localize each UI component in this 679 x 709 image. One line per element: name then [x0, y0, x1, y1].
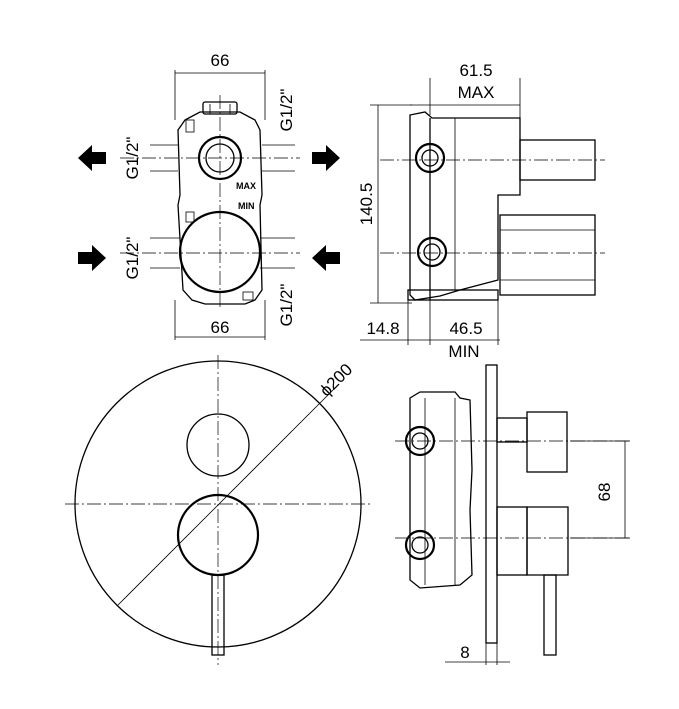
side-offset: 14.8 [366, 319, 399, 338]
arrow-in-right-icon [312, 245, 340, 271]
side-depth-max-label: MAX [458, 83, 495, 102]
plate-view: ϕ200 [65, 355, 370, 665]
plate-diameter: ϕ200 [316, 360, 356, 400]
side-depth-min: 46.5 [449, 319, 482, 338]
side-view: 61.5 MAX 140.5 14.8 46.5 MIN [357, 61, 605, 361]
thread-left-top: G1/2" [123, 137, 142, 180]
assembly-plate-thickness: 8 [460, 643, 469, 662]
arrow-out-left-icon [78, 145, 106, 171]
arrow-out-right-icon [312, 145, 340, 171]
side-depth-max: 61.5 [459, 61, 492, 80]
assembly-view: 68 8 [395, 364, 630, 665]
thread-left-bottom: G1/2" [123, 237, 142, 280]
thread-right-bottom: G1/2" [277, 284, 296, 327]
front-view: 66 MAX MIN G1/2" [78, 51, 340, 340]
side-depth-min-label: MIN [448, 342, 479, 361]
thread-right-top: G1/2" [277, 89, 296, 132]
side-height: 140.5 [357, 183, 376, 226]
label-min: MIN [238, 201, 255, 211]
arrow-in-left-icon [78, 245, 106, 271]
front-width-bottom: 66 [211, 318, 230, 337]
assembly-spacing: 68 [595, 483, 614, 502]
front-width-top: 66 [211, 51, 230, 70]
label-max: MAX [236, 181, 256, 191]
